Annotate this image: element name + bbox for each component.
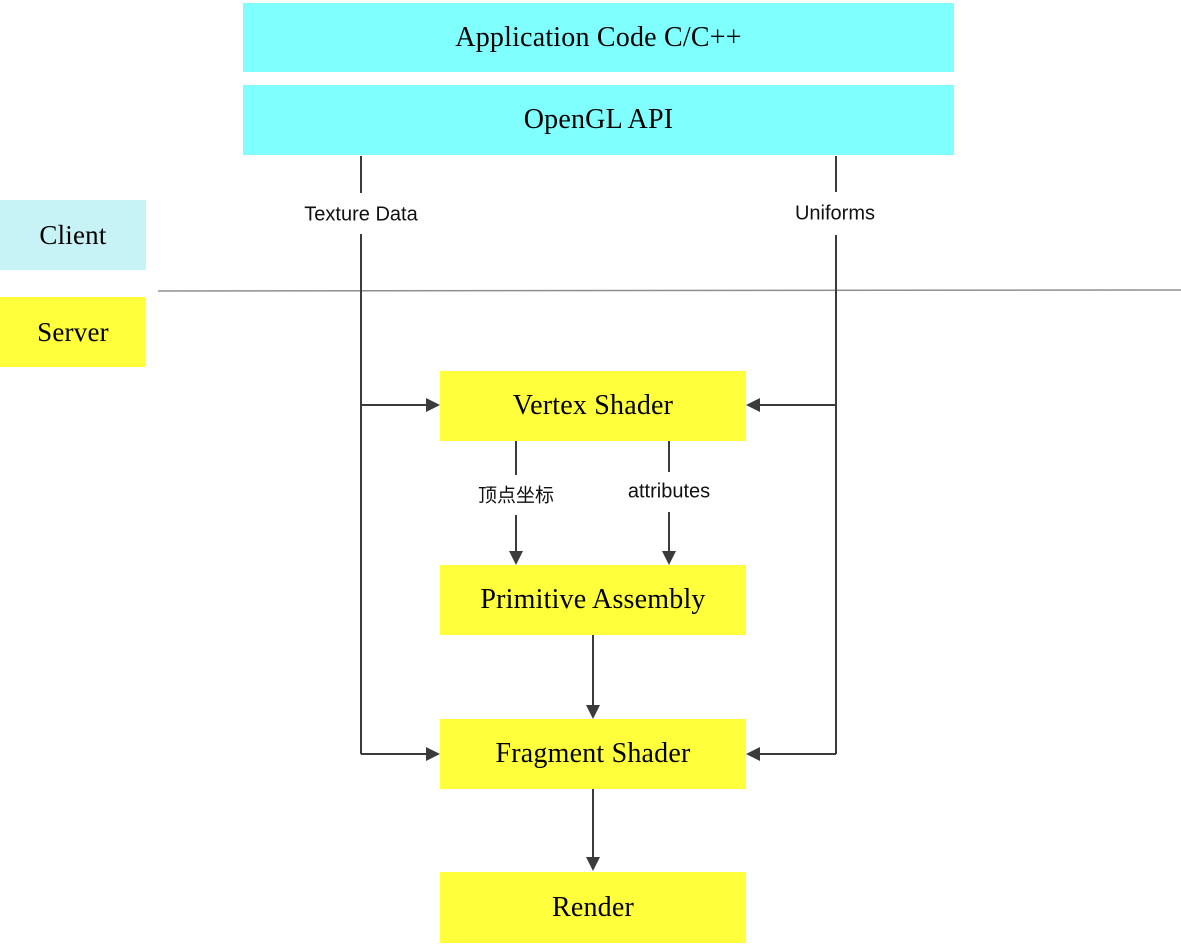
arrowhead-vertex-coords-icon bbox=[509, 551, 523, 565]
server-label: Server bbox=[37, 316, 109, 347]
arrowhead-attributes-icon bbox=[662, 551, 676, 565]
uniforms-connector bbox=[759, 156, 837, 755]
render-box: Render bbox=[440, 872, 746, 943]
vertex-shader-box: Vertex Shader bbox=[440, 371, 746, 441]
uniforms-label: Uniforms bbox=[791, 201, 879, 227]
vertex-to-primitive-connectors bbox=[515, 441, 670, 553]
server-box: Server bbox=[0, 297, 146, 367]
app-code-label: Application Code C/C++ bbox=[455, 21, 742, 53]
arrowhead-into-vertex-shader-left-icon bbox=[426, 398, 440, 412]
opengl-api-label: OpenGL API bbox=[523, 104, 674, 135]
render-label: Render bbox=[551, 891, 635, 923]
arrowhead-into-fragment-shader-right-icon bbox=[746, 747, 760, 761]
texture-data-connector bbox=[360, 156, 427, 755]
arrowhead-into-fragment-shader-top-icon bbox=[586, 705, 600, 719]
vertex-coords-label: 顶点坐标 bbox=[474, 479, 558, 509]
client-box: Client bbox=[0, 200, 146, 270]
primitive-assembly-box: Primitive Assembly bbox=[440, 565, 746, 635]
arrowhead-into-render-icon bbox=[586, 857, 600, 871]
fragment-shader-label: Fragment Shader bbox=[495, 738, 691, 769]
primitive-assembly-label: Primitive Assembly bbox=[480, 584, 706, 615]
client-label: Client bbox=[39, 219, 107, 250]
client-server-divider-line bbox=[157, 289, 1181, 292]
arrowhead-into-fragment-shader-left-icon bbox=[426, 747, 440, 761]
texture-data-label: Texture Data bbox=[301, 202, 421, 228]
app-code-box: Application Code C/C++ bbox=[243, 3, 954, 72]
vertex-shader-label: Vertex Shader bbox=[512, 390, 674, 421]
opengl-api-box: OpenGL API bbox=[243, 85, 954, 155]
fragment-shader-box: Fragment Shader bbox=[440, 719, 746, 789]
attributes-label: attributes bbox=[624, 479, 714, 505]
arrowhead-into-vertex-shader-right-icon bbox=[746, 398, 760, 412]
